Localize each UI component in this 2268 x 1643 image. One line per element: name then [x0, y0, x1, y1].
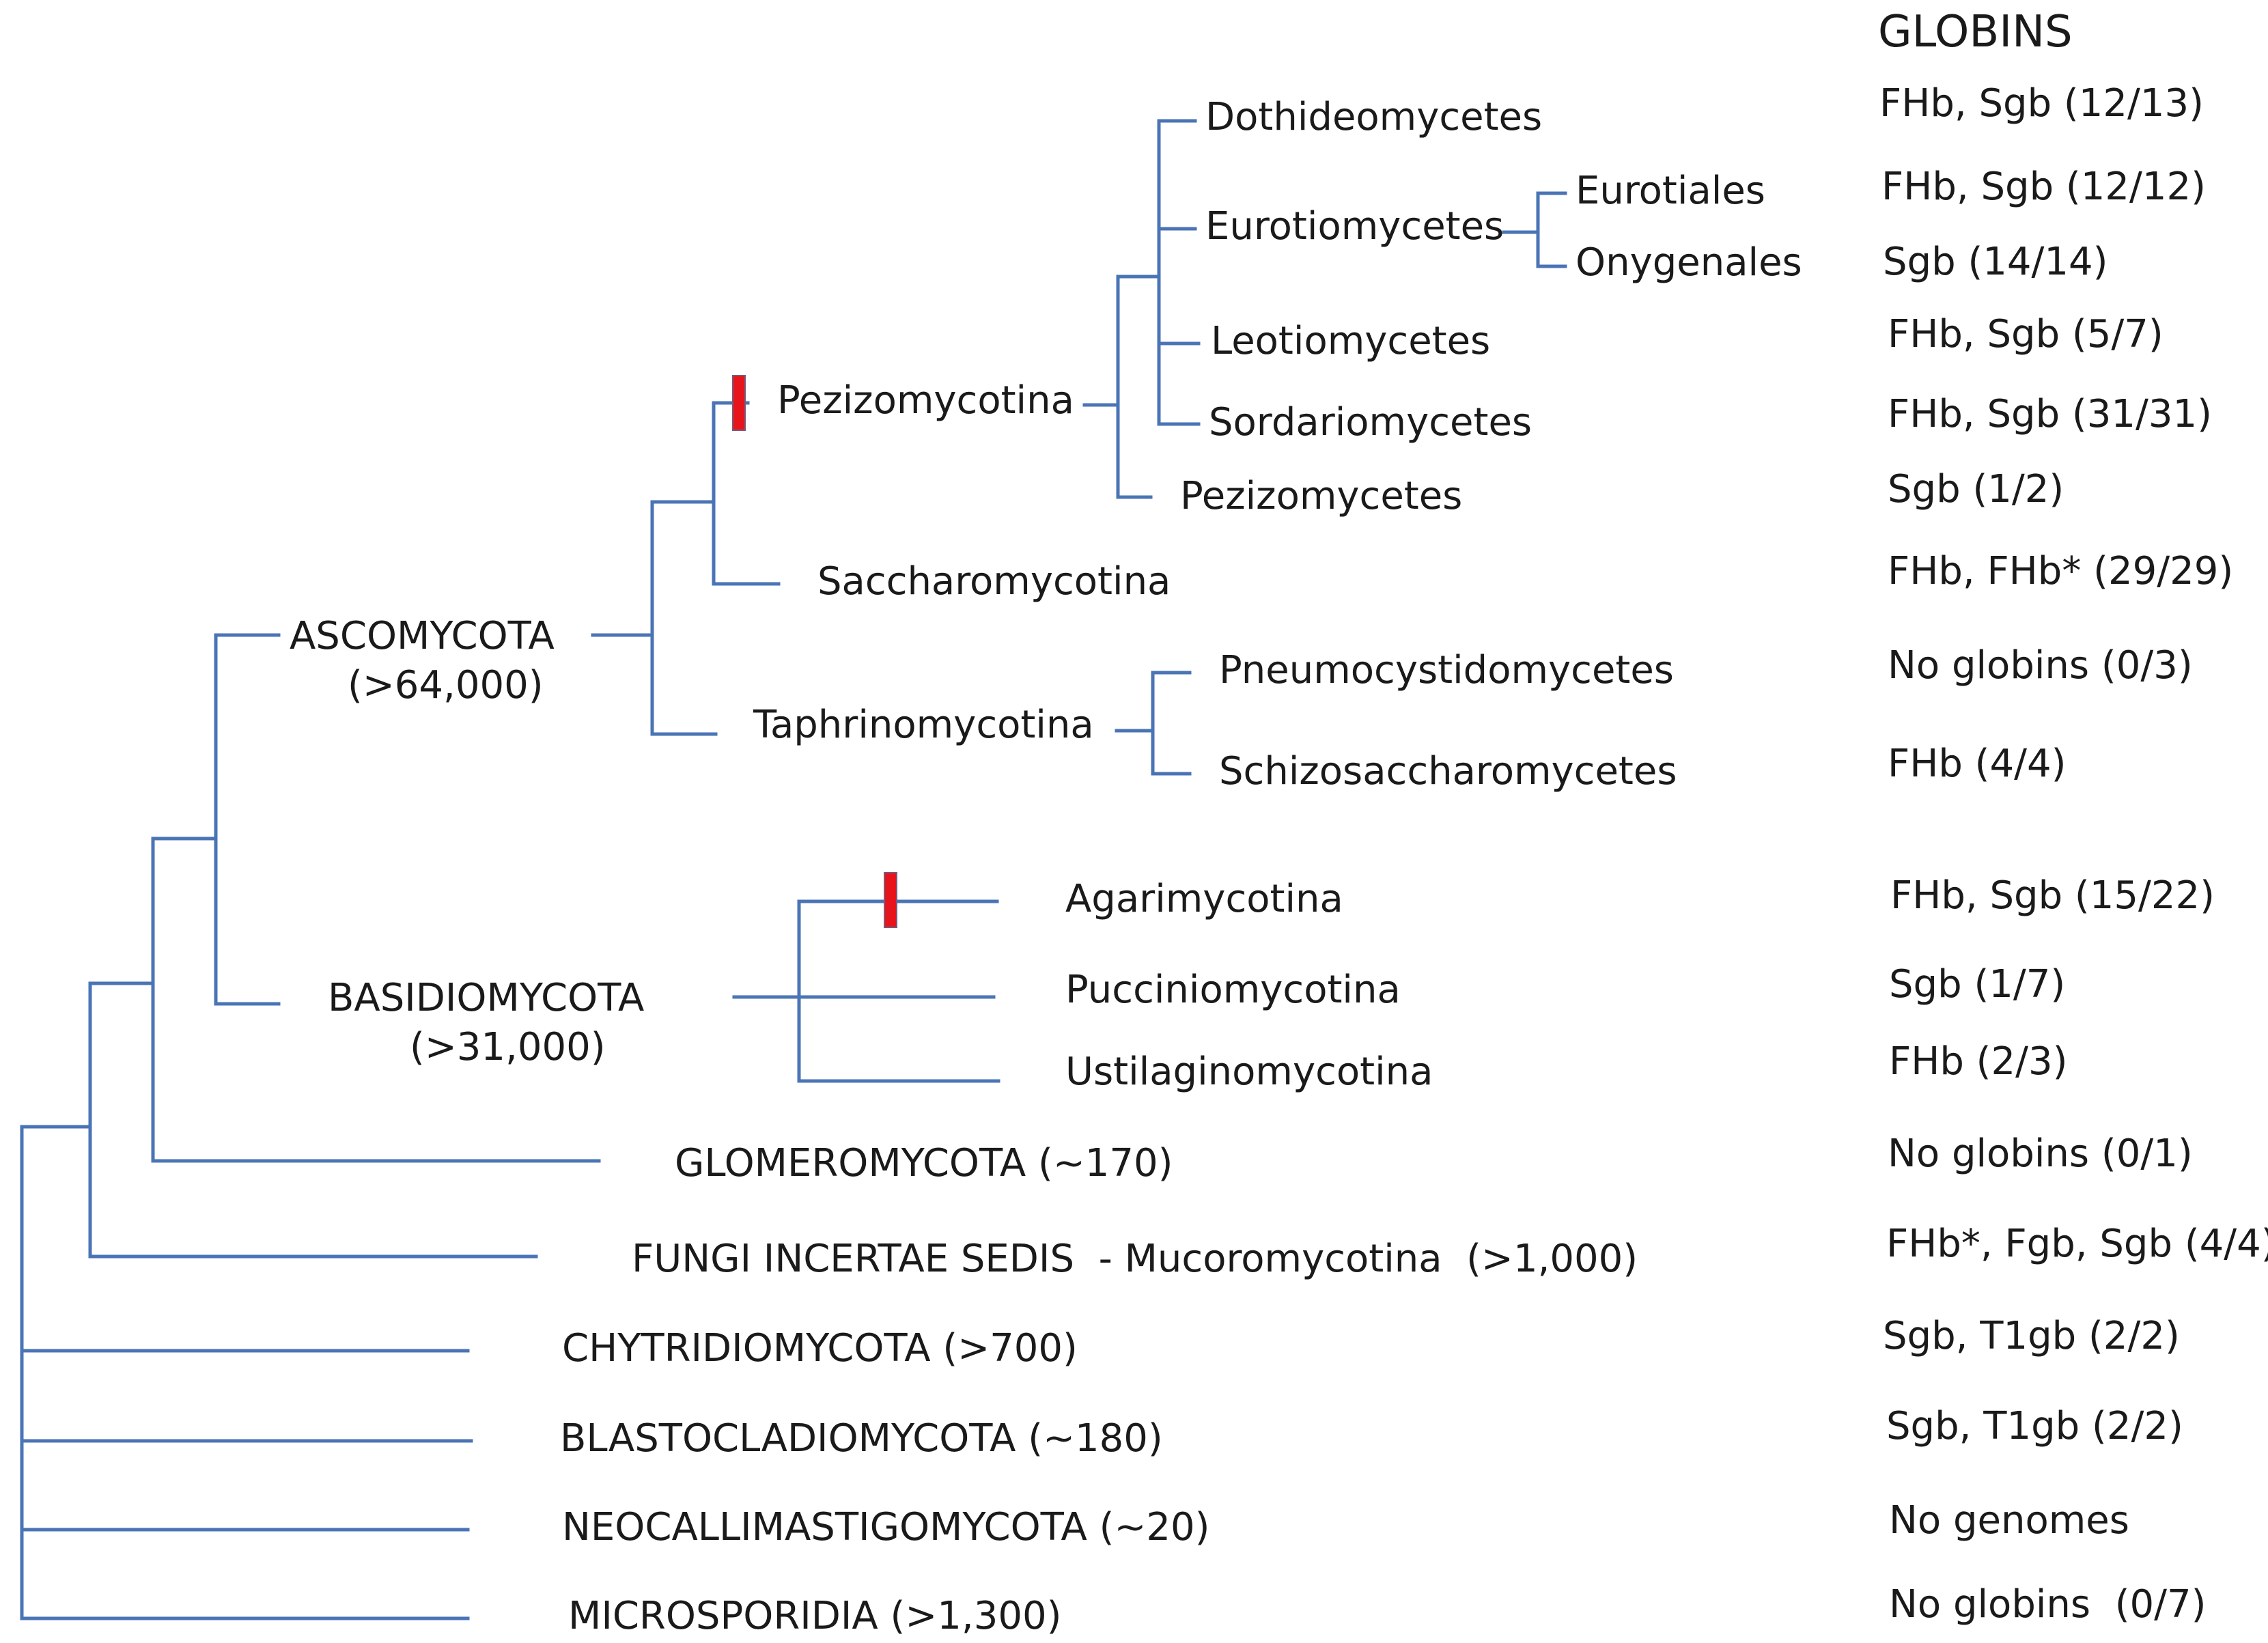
label-saccharomycotina: Saccharomycotina [817, 559, 1171, 604]
label-blastocladiomycota: BLASTOCLADIOMYCOTA (~180) [560, 1416, 1163, 1461]
globins-header: GLOBINS [1878, 7, 2073, 57]
globins-pneumocystidomycetes: No globins (0/3) [1888, 643, 2193, 688]
globins-leotiomycetes: FHb, Sgb (5/7) [1888, 312, 2164, 356]
tree-branches [20, 119, 1567, 1620]
globin-column: FHb, Sgb (12/13) FHb, Sgb (12/12) Sgb (1… [1879, 81, 2268, 1627]
label-basidiomycota-count: (>31,000) [410, 1025, 606, 1069]
globin-gain-marker-pezizomycotina [732, 375, 746, 431]
taxon-labels: ASCOMYCOTA (>64,000) Pezizomycotina Doth… [290, 95, 1802, 1638]
globins-dothideomycetes: FHb, Sgb (12/13) [1879, 81, 2204, 126]
label-pezizomycotina: Pezizomycotina [777, 378, 1074, 423]
label-ascomycota-count: (>64,000) [348, 663, 544, 707]
label-eurotiomycetes: Eurotiomycetes [1205, 204, 1504, 249]
label-microsporidia: MICROSPORIDIA (>1,300) [568, 1594, 1061, 1638]
globins-schizosaccharomycetes: FHb (4/4) [1888, 742, 2067, 786]
label-taphrinomycotina: Taphrinomycotina [753, 703, 1094, 747]
globins-eurotiales: FHb, Sgb (12/12) [1881, 165, 2206, 209]
globins-sordariomycetes: FHb, Sgb (31/31) [1888, 392, 2212, 436]
globins-pucciniomycotina: Sgb (1/7) [1889, 962, 2065, 1007]
label-ustilaginomycotina: Ustilaginomycotina [1065, 1050, 1433, 1094]
label-eurotiales: Eurotiales [1576, 169, 1765, 213]
globin-gain-marker-agarimycotina [884, 872, 897, 928]
globins-blastocladiomycota: Sgb, T1gb (2/2) [1886, 1404, 2183, 1448]
label-basidiomycota: BASIDIOMYCOTA [328, 976, 644, 1020]
globins-pezizomycetes: Sgb (1/2) [1888, 467, 2064, 511]
label-pucciniomycotina: Pucciniomycotina [1065, 968, 1401, 1012]
globins-microsporidia: No globins (0/7) [1889, 1582, 2207, 1627]
label-glomeromycota: GLOMEROMYCOTA (~170) [675, 1141, 1173, 1185]
label-ascomycota: ASCOMYCOTA [290, 614, 555, 658]
label-leotiomycetes: Leotiomycetes [1211, 319, 1490, 363]
globins-agarimycotina: FHb, Sgb (15/22) [1890, 873, 2215, 918]
label-pezizomycetes: Pezizomycetes [1180, 474, 1462, 518]
globins-saccharomycotina: FHb, FHb* (29/29) [1888, 549, 2233, 593]
label-pneumocystidomycetes: Pneumocystidomycetes [1219, 648, 1674, 692]
globins-neocallimastigomycota: No genomes [1889, 1498, 2129, 1543]
label-onygenales: Onygenales [1576, 240, 1802, 285]
label-neocallimastigomycota: NEOCALLIMASTIGOMYCOTA (~20) [562, 1505, 1210, 1549]
globins-incertae-sedis: FHb*, Fgb, Sgb (4/4) [1886, 1222, 2268, 1266]
globins-ustilaginomycotina: FHb (2/3) [1889, 1039, 2068, 1084]
label-chytridiomycota: CHYTRIDIOMYCOTA (>700) [562, 1326, 1078, 1371]
label-agarimycotina: Agarimycotina [1065, 877, 1343, 921]
globins-onygenales: Sgb (14/14) [1883, 240, 2108, 284]
globins-glomeromycota: No globins (0/1) [1888, 1132, 2193, 1176]
label-dothideomycetes: Dothideomycetes [1205, 95, 1542, 139]
label-schizosaccharomycetes: Schizosaccharomycetes [1219, 749, 1677, 794]
globins-chytridiomycota: Sgb, T1gb (2/2) [1883, 1314, 2180, 1358]
label-incertae-sedis: FUNGI INCERTAE SEDIS - Mucoromycotina (>… [632, 1237, 1638, 1281]
label-sordariomycetes: Sordariomycetes [1209, 400, 1532, 445]
